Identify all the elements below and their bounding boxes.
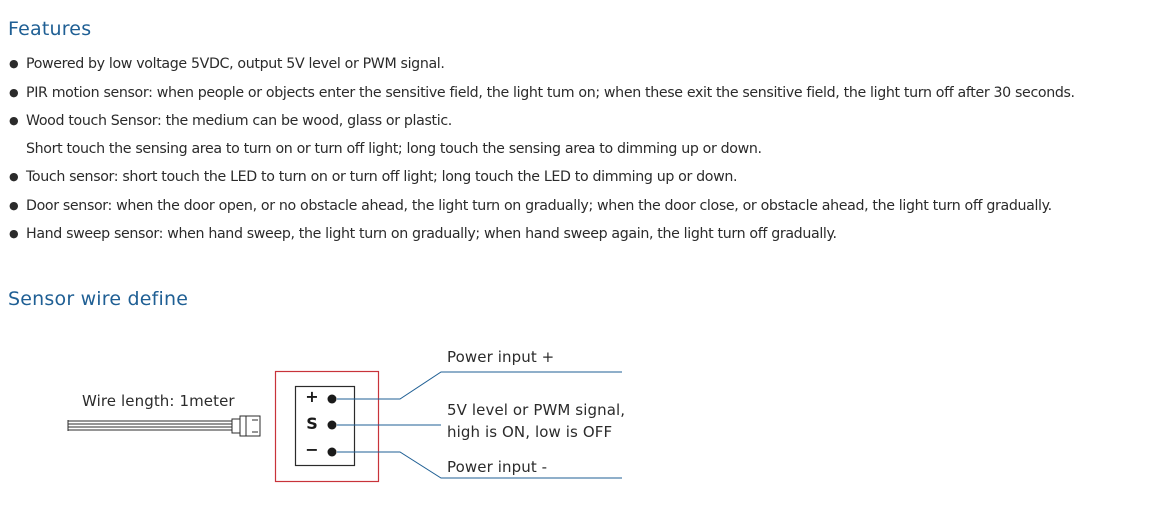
power-plus-label: Power input +	[447, 348, 555, 366]
signal-label-line1: 5V level or PWM signal,	[447, 401, 626, 419]
bullet-icon: ●	[9, 114, 19, 127]
pin-signal-label: S	[306, 414, 318, 433]
bullet-icon: ●	[9, 170, 19, 183]
bullet-icon: ●	[9, 57, 19, 70]
feature-text: Wood touch Sensor: the medium can be woo…	[26, 113, 452, 129]
feature-text: Short touch the sensing area to turn on …	[26, 140, 762, 157]
feature-text: Powered by low voltage 5VDC, output 5V l…	[26, 56, 445, 72]
bullet-icon: ●	[9, 198, 19, 212]
wire-length-label: Wire length: 1meter	[82, 392, 235, 410]
pin-plus-label: +	[305, 387, 319, 406]
pin-minus-label: −	[305, 440, 319, 459]
feature-item: ● Hand sweep sensor: when hand sweep, the…	[9, 220, 1169, 249]
pin-signal-dot	[327, 420, 337, 430]
feature-text: Touch sensor: short touch the LED to tur…	[26, 169, 738, 185]
wire-cable	[67, 420, 232, 431]
feature-text: Door sensor: when the door open, or no o…	[26, 197, 1052, 214]
feature-item: ● Door sensor: when the door open, or no …	[9, 192, 1169, 221]
feature-item: ● Wood touch Sensor: the medium can be wo…	[9, 107, 1169, 136]
sensor-outer-box	[274, 370, 380, 483]
feature-text: Hand sweep sensor: when hand sweep, the …	[26, 226, 837, 242]
pin-plus-dot	[327, 394, 337, 404]
bullet-icon: ●	[9, 227, 19, 240]
feature-item: ● Powered by low voltage 5VDC, output 5V …	[9, 50, 1169, 79]
connector-plug-icon	[231, 415, 261, 437]
feature-item-continuation: Short touch the sensing area to turn on …	[9, 136, 1169, 164]
leader-lines	[337, 371, 622, 479]
features-list: ● Powered by low voltage 5VDC, output 5V …	[9, 50, 1169, 249]
feature-text: PIR motion sensor: when people or object…	[26, 84, 1075, 101]
signal-label-line2: high is ON, low is OFF	[447, 423, 613, 441]
power-minus-label: Power input -	[447, 458, 548, 476]
sensor-wire-heading: Sensor wire define	[8, 288, 189, 310]
feature-item: ● Touch sensor: short touch the LED to tu…	[9, 163, 1169, 192]
connector-socket-box	[294, 385, 356, 467]
bullet-icon: ●	[9, 85, 19, 99]
wiring-drawing	[67, 370, 622, 483]
features-heading: Features	[8, 18, 92, 40]
pin-minus-dot	[327, 447, 337, 457]
feature-item: ● PIR motion sensor: when people or objec…	[9, 79, 1169, 108]
sensor-wire-diagram: Wire length: 1meter + S − Power input + …	[0, 340, 700, 500]
